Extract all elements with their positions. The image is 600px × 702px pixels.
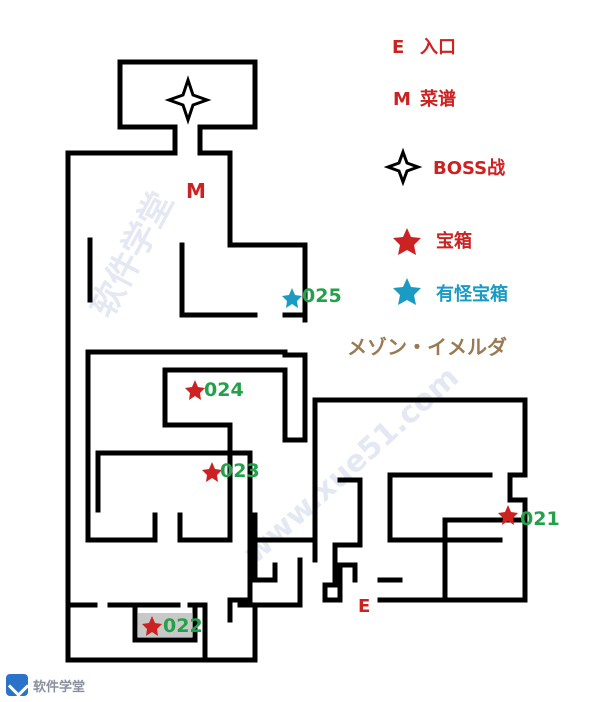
outer-wall-top-right (197, 150, 308, 323)
blue-star-icon (393, 278, 421, 305)
red-star-icon (393, 228, 421, 255)
legend-recipe: M 菜谱 (393, 88, 456, 110)
boss-marker (164, 75, 212, 125)
chest-023-room-wall (95, 397, 528, 603)
area-name: メゾン・イメルダ (347, 335, 507, 359)
chest-025: 025 (282, 285, 342, 308)
legend-boss: BOSS战 (383, 147, 505, 187)
middle-room-wall (85, 349, 308, 543)
chest-024: 024 (185, 379, 244, 401)
recipe-marker: M (186, 179, 206, 203)
blue-star-icon (282, 288, 302, 308)
red-star-icon (185, 380, 205, 400)
legend: E 入口 M 菜谱 BOSS战 宝箱 有怪宝箱 メゾン・イメルダ (347, 37, 508, 359)
logo-icon (6, 674, 28, 696)
chest-022-label: 022 (163, 615, 203, 637)
legend-recipe-symbol: M (393, 89, 411, 110)
site-logo: 软件学堂 (6, 674, 85, 696)
chest-024-label: 024 (204, 379, 244, 401)
chest-022: 022 (138, 613, 203, 637)
red-star-icon (142, 616, 162, 636)
legend-entrance-text: 入口 (420, 37, 456, 58)
four-point-star-icon (383, 147, 423, 187)
legend-monster-chest-text: 有怪宝箱 (436, 283, 508, 305)
legend-entrance: E 入口 (392, 37, 456, 58)
legend-monster-chest: 有怪宝箱 (393, 278, 508, 305)
legend-boss-text: BOSS战 (433, 158, 505, 179)
chest-025-label: 025 (302, 285, 342, 307)
chest-023: 023 (202, 460, 260, 482)
red-star-icon (202, 462, 222, 482)
four-point-star-icon (164, 75, 212, 125)
red-star-icon (498, 505, 518, 525)
watermark-text: 软件学堂 (83, 185, 182, 324)
legend-entrance-symbol: E (392, 37, 404, 58)
legend-recipe-text: 菜谱 (419, 88, 456, 110)
chest-021-label: 021 (520, 508, 560, 530)
map-walls (65, 59, 528, 663)
legend-chest-text: 宝箱 (436, 230, 472, 252)
right-room-wall (322, 477, 528, 603)
center-passage-wall (227, 512, 318, 623)
boss-room-wall (117, 59, 258, 130)
chest-021: 021 (498, 505, 560, 530)
outer-wall-left (65, 150, 178, 663)
legend-chest: 宝箱 (393, 228, 472, 255)
boss-corridor-wall (172, 124, 203, 156)
entrance-marker: E (358, 596, 370, 617)
bottom-strip-wall (65, 557, 303, 663)
chest-023-label: 023 (220, 460, 260, 482)
logo-text: 软件学堂 (33, 679, 86, 695)
recipe-room-divider (87, 237, 308, 318)
